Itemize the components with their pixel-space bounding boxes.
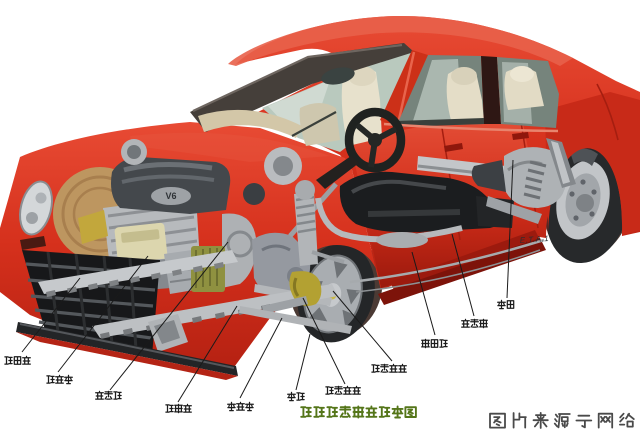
svg-text:V6: V6 bbox=[165, 191, 176, 201]
svg-text:E.T.A.1: E.T.A.1 bbox=[520, 234, 550, 245]
